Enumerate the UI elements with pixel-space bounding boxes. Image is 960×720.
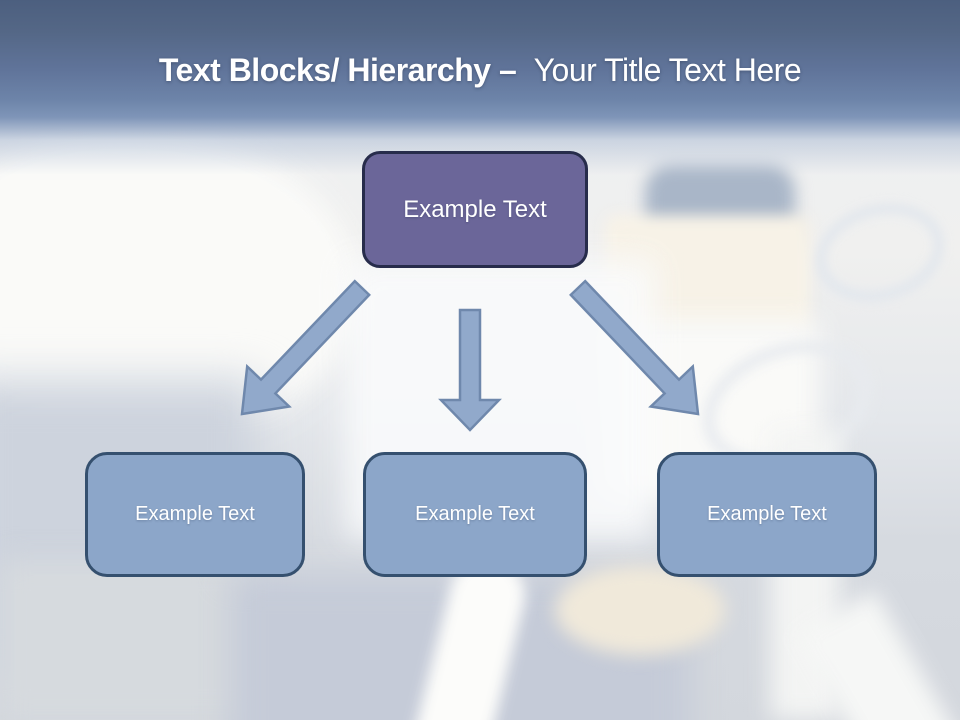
header-band	[0, 0, 960, 175]
arrow-down-icon	[438, 308, 502, 432]
text-block-child-2-label: Example Text	[415, 503, 535, 525]
photo-blob	[0, 130, 360, 440]
arrow-down-right-icon	[569, 279, 700, 416]
photo-blob	[804, 189, 956, 316]
text-block-child-2[interactable]: Example Text	[363, 452, 587, 577]
photo-blob	[605, 215, 810, 330]
photo-blob	[230, 575, 690, 720]
text-block-root-label: Example Text	[403, 195, 547, 223]
text-block-root[interactable]: Example Text	[362, 151, 588, 268]
photo-blob	[796, 590, 960, 720]
slide-title[interactable]: Text Blocks/ Hierarchy – Your Title Text…	[0, 52, 960, 89]
text-block-child-1[interactable]: Example Text	[85, 452, 305, 577]
arrow-down-left-icon	[240, 279, 371, 416]
photo-blob	[645, 165, 795, 260]
photo-blob	[555, 565, 725, 655]
text-block-child-3[interactable]: Example Text	[657, 452, 877, 577]
photo-blob	[0, 560, 260, 720]
slide-title-topic: Text Blocks/ Hierarchy –	[158, 52, 517, 88]
text-block-child-1-label: Example Text	[135, 503, 255, 525]
slide-title-placeholder: Your Title Text Here	[533, 52, 802, 88]
text-block-child-3-label: Example Text	[707, 503, 827, 525]
